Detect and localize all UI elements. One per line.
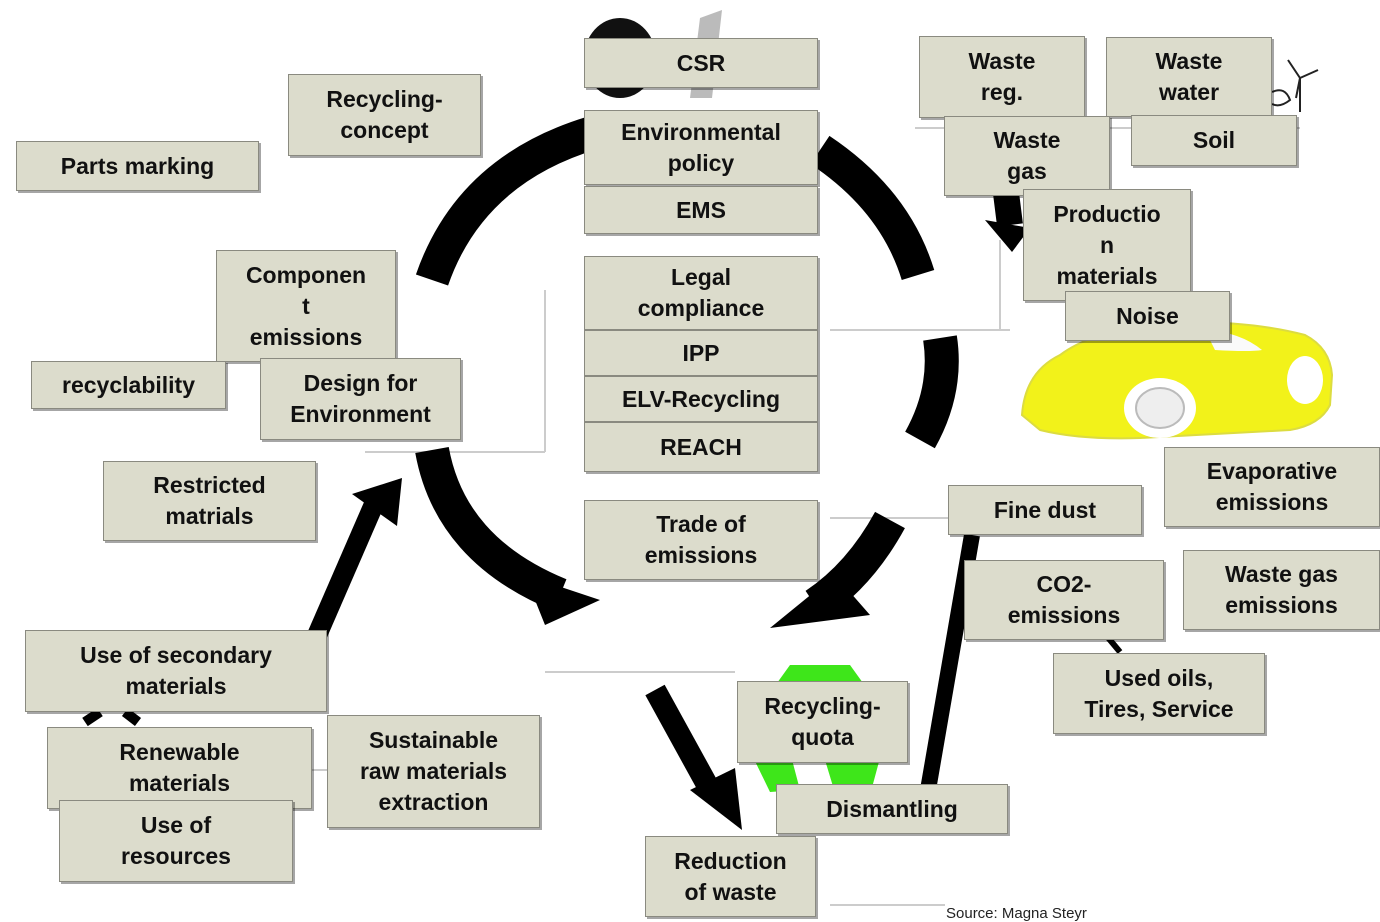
fine-dust-box: Fine dust <box>948 485 1142 535</box>
design-for-environment-box: Design for Environment <box>260 358 461 440</box>
co2-emissions-box: CO2- emissions <box>964 560 1164 640</box>
component-emissions-box: Componen t emissions <box>216 250 396 362</box>
csr-box: CSR <box>584 38 818 88</box>
legal-compliance-box: Legal compliance <box>584 256 818 330</box>
waste-gas-emissions-box: Waste gas emissions <box>1183 550 1380 630</box>
renewable-materials-box: Renewable materials <box>47 727 312 809</box>
noise-box: Noise <box>1065 291 1230 341</box>
source-caption: Source: Magna Steyr <box>946 905 1087 922</box>
use-of-resources-box: Use of resources <box>59 800 293 882</box>
production-materials-box: Productio n materials <box>1023 189 1191 301</box>
environmental-policy-box: Environmental policy <box>584 110 818 185</box>
restricted-materials-box: Restricted matrials <box>103 461 316 541</box>
parts-marking-box: Parts marking <box>16 141 259 191</box>
elv-recycling-box: ELV-Recycling <box>584 376 818 422</box>
recyclability-box: recyclability <box>31 361 226 409</box>
used-oils-box: Used oils, Tires, Service <box>1053 653 1265 734</box>
waste-water-box: Waste water <box>1106 37 1272 117</box>
waste-reg-box: Waste reg. <box>919 36 1085 118</box>
ems-box: EMS <box>584 186 818 234</box>
wind-turbine-icon <box>1271 59 1319 112</box>
waste-gas-box: Waste gas <box>944 116 1110 196</box>
reduction-of-waste-box: Reduction of waste <box>645 836 816 917</box>
recycling-quota-box: Recycling- quota <box>737 681 908 763</box>
ipp-box: IPP <box>584 330 818 376</box>
trade-of-emissions-box: Trade of emissions <box>584 500 818 580</box>
car-illustration <box>1020 320 1334 440</box>
down-arrow <box>645 684 742 830</box>
use-of-secondary-materials-box: Use of secondary materials <box>25 630 327 712</box>
evaporative-emissions-box: Evaporative emissions <box>1164 447 1380 527</box>
left-arrows <box>82 478 402 727</box>
soil-box: Soil <box>1131 115 1297 166</box>
recycling-concept-box: Recycling- concept <box>288 74 481 156</box>
dismantling-box: Dismantling <box>776 784 1008 834</box>
sustainable-raw-materials-box: Sustainable raw materials extraction <box>327 715 540 828</box>
reach-box: REACH <box>584 422 818 472</box>
